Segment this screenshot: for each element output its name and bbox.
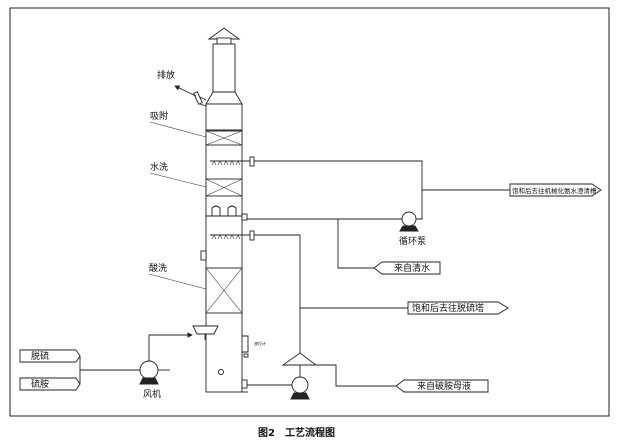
mother-liquor-label: 来自破胺母液 bbox=[417, 380, 471, 392]
adsorption-bed bbox=[205, 130, 243, 146]
clean-water-box bbox=[373, 261, 441, 275]
adsorption-leader bbox=[149, 121, 207, 138]
mother-liquor-line bbox=[316, 364, 396, 387]
to-desulfur-tower-label: 饱和后去往脱硫塔 bbox=[412, 302, 484, 314]
to-clarifier-box bbox=[509, 183, 602, 197]
water-wash-leader bbox=[149, 172, 207, 188]
level-meter-label: 液位计 bbox=[254, 340, 266, 346]
pump-discharge-line bbox=[254, 160, 423, 220]
acid-wash-label: 酸洗 bbox=[149, 262, 167, 274]
figure-caption: 图2 工艺流程图 bbox=[258, 426, 335, 439]
acid-wash-bed bbox=[205, 267, 243, 314]
fan-outlet-line bbox=[148, 332, 193, 361]
spray2-line bbox=[254, 234, 301, 353]
mother-liquor-box bbox=[395, 379, 489, 393]
water-wash-label: 水洗 bbox=[150, 161, 168, 173]
spray-nozzles-1 bbox=[210, 156, 255, 167]
to-clarifier-label: 饱和后去往机械化氨水澄清槽 bbox=[512, 186, 597, 195]
exhaust-label: 排放 bbox=[157, 69, 175, 81]
exhaust-nozzle bbox=[174, 85, 207, 107]
clean-water-line bbox=[337, 219, 374, 269]
acid-wash-leader bbox=[148, 273, 207, 290]
ammonium-sulfate-source-label: 硫胺 bbox=[31, 378, 49, 390]
circulation-pump bbox=[399, 211, 419, 232]
gas-inlet-nozzle bbox=[192, 325, 219, 340]
stack bbox=[205, 27, 243, 131]
tower-body bbox=[205, 129, 243, 393]
water-wash-bed bbox=[205, 178, 243, 197]
clean-water-label: 来自清水 bbox=[394, 262, 430, 274]
to-desulfur-tower-box bbox=[407, 301, 509, 315]
fan-label: 风机 bbox=[143, 388, 161, 400]
circulation-pump-label: 循环泵 bbox=[399, 235, 426, 247]
bottom-outlet-nozzle bbox=[241, 379, 248, 389]
bottom-pump-discharge bbox=[281, 352, 318, 377]
desulfur-source bbox=[19, 349, 81, 363]
spray-nozzles-2 bbox=[210, 230, 255, 241]
level-meter bbox=[242, 335, 249, 358]
diagram-frame bbox=[9, 7, 610, 417]
bubble-caps bbox=[206, 205, 248, 221]
desulfur-source-label: 脱硫 bbox=[31, 350, 49, 362]
side-nozzle bbox=[200, 250, 207, 261]
adsorption-label: 吸附 bbox=[150, 110, 168, 122]
ammonium-sulfate-source bbox=[19, 377, 81, 391]
bottom-pump bbox=[290, 376, 310, 400]
drain-port bbox=[218, 369, 224, 375]
fan bbox=[139, 360, 170, 385]
